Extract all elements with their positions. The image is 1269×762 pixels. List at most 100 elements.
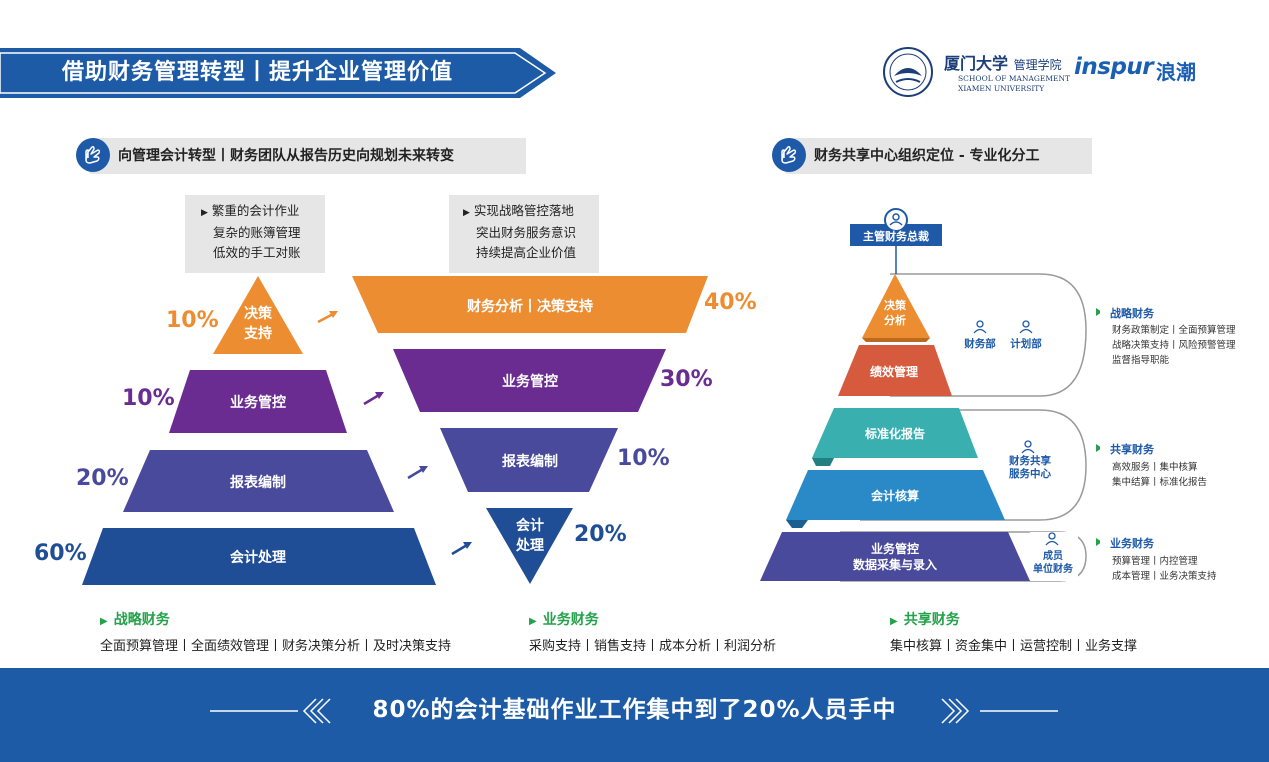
bottom-category-head: ▶战略财务 — [100, 612, 170, 628]
chevron-left-icon — [302, 698, 331, 724]
bullet-triangle-icon: ▶ — [890, 616, 898, 627]
pyramid-level-business — [169, 370, 347, 433]
dept-planning: 计划部 — [1010, 338, 1042, 350]
org-pyramid — [760, 208, 1100, 582]
bracket-strategic — [890, 273, 1087, 397]
bottom-category-body: 全面预算管理丨全面绩效管理丨财务决策分析丨及时决策支持 — [100, 639, 452, 654]
org-category-head: 业务财务 — [1110, 537, 1154, 550]
note-before: ▶繁重的会计作业 复杂的账簿管理 低效的手工对账 — [185, 195, 325, 273]
bullet-triangle-icon: ▶ — [529, 616, 537, 627]
note-before-line: 复杂的账簿管理 — [213, 225, 301, 240]
inverted-label-report: 报表编制 — [502, 454, 558, 470]
pyramid-percent: 10% — [166, 308, 219, 333]
arrow-icon — [317, 311, 472, 556]
inverted-level-accounting — [486, 508, 573, 584]
org-category-line: 高效服务丨集中核算 — [1112, 462, 1198, 473]
bottom-category-head: ▶共享财务 — [890, 612, 960, 628]
member-box — [1030, 532, 1078, 581]
footer-text: 80%的会计基础作业工作集中到了20%人员手中 — [372, 697, 897, 723]
bracket-shared — [860, 409, 1087, 521]
pyramid-percent: 20% — [76, 466, 129, 491]
page-title: 借助财务管理转型丨提升企业管理价值 — [62, 60, 454, 85]
org-category-head: 共享财务 — [1110, 443, 1154, 456]
note-before-line: 低效的手工对账 — [213, 245, 301, 260]
inverted-level-business — [393, 349, 666, 412]
org-level-report — [812, 408, 978, 458]
left-section-title: 向管理会计转型丨财务团队从报告历史向规划未来转变 — [118, 148, 454, 164]
left-section-header — [90, 138, 526, 174]
xmu-en-line2: XIAMEN UNIVERSITY — [958, 84, 1045, 93]
bullet-triangle-icon: ▶ — [100, 616, 108, 627]
inverted-percent: 20% — [574, 522, 627, 547]
dept-member-finance: 成员单位财务 — [1033, 551, 1073, 575]
hand-icon — [772, 138, 806, 172]
pyramid-label-decision: 决策支持 — [244, 306, 272, 342]
org-category-line: 战略决策支持丨风险预警管理 — [1112, 340, 1236, 351]
bullet-triangle-icon: ▶ — [463, 208, 470, 218]
header-banner — [0, 48, 556, 98]
bullet-triangle-icon: ▶ — [201, 208, 208, 218]
top-exec-box — [850, 224, 942, 246]
pyramid-level-decision — [213, 276, 303, 354]
inverted-level-analysis — [352, 276, 708, 333]
right-section-header — [786, 138, 1092, 174]
inverted-percent: 10% — [617, 446, 670, 471]
pyramid-percent: 60% — [34, 541, 87, 566]
pyramid-percent: 10% — [122, 386, 175, 411]
inverted-label-accounting: 会计处理 — [516, 518, 544, 554]
person-icon — [973, 320, 1059, 546]
org-level-business — [760, 532, 1030, 581]
org-category-line: 财务政策制定丨全面预算管理 — [1112, 325, 1236, 336]
org-label-accounting: 会计核算 — [870, 489, 919, 503]
xmu-emblem-icon — [883, 47, 933, 97]
org-top-label: 主管财务总裁 — [863, 230, 929, 243]
inspur-logo-cn: 浪潮 — [1156, 60, 1196, 84]
org-label-report: 标准化报告 — [864, 427, 925, 441]
org-level-accounting — [786, 470, 1005, 520]
org-level-performance — [838, 345, 952, 396]
org-label-decision: 决策分析 — [884, 299, 906, 327]
org-level-decision-shadow — [862, 338, 930, 342]
xmu-en-line1: SCHOOL OF MANAGEMENT — [958, 74, 1071, 83]
pyramid-label-report: 报表编制 — [230, 475, 286, 491]
bottom-category-body: 集中核算丨资金集中丨运营控制丨业务支撑 — [890, 639, 1138, 654]
bullet-triangle-icon — [1096, 308, 1100, 546]
org-level-report-tab — [812, 458, 834, 466]
org-label-business: 业务管控数据采集与录入 — [852, 542, 937, 572]
pyramid-label-accounting: 会计处理 — [230, 550, 286, 566]
xmu-name: 厦门大学 管理学院 — [944, 54, 1062, 73]
org-category-line: 监督指导职能 — [1112, 355, 1170, 366]
inverted-percent: 30% — [660, 367, 713, 392]
hand-icon — [76, 138, 110, 172]
inverted-level-report — [440, 428, 618, 492]
dept-shared-center: 财务共享服务中心 — [1009, 455, 1051, 480]
pyramid-level-accounting — [82, 528, 436, 585]
chevron-right-icon — [941, 698, 970, 724]
dept-finance: 财务部 — [964, 338, 996, 350]
pyramid-level-report — [123, 450, 394, 512]
footer-bar — [0, 668, 1269, 762]
note-after-line: 突出财务服务意识 — [476, 225, 577, 240]
note-after-line: 持续提高企业价值 — [476, 245, 577, 260]
inverted-label-business: 业务管控 — [502, 374, 558, 390]
org-category-line: 集中结算丨标准化报告 — [1112, 477, 1208, 488]
xmu-logo: 厦门大学 管理学院 SCHOOL OF MANAGEMENT XIAMEN UN… — [882, 44, 1082, 100]
inspur-logo: inspur — [1074, 54, 1154, 80]
org-category-line: 成本管理丨业务决策支持 — [1112, 571, 1217, 582]
org-level-decision — [862, 274, 930, 338]
pyramid-label-business: 业务管控 — [230, 395, 286, 411]
bottom-category-body: 采购支持丨销售支持丨成本分析丨利润分析 — [529, 639, 777, 654]
inverted-label-analysis: 财务分析丨决策支持 — [467, 299, 593, 315]
note-after-line: ▶实现战略管控落地 — [463, 203, 574, 218]
org-level-accounting-tab — [786, 520, 808, 528]
org-category-line: 预算管理丨内控管理 — [1112, 556, 1198, 567]
org-label-performance: 绩效管理 — [869, 365, 918, 379]
pyramid — [82, 276, 708, 585]
footer-decor — [210, 698, 1058, 724]
inverted-percent: 40% — [704, 290, 757, 315]
note-before-line: ▶繁重的会计作业 — [201, 203, 300, 218]
org-category-head: 战略财务 — [1110, 307, 1154, 320]
right-section-title: 财务共享中心组织定位 - 专业化分工 — [814, 148, 1040, 164]
note-after: ▶实现战略管控落地 突出财务服务意识 持续提高企业价值 — [449, 195, 599, 273]
bottom-category-head: ▶业务财务 — [529, 612, 599, 628]
